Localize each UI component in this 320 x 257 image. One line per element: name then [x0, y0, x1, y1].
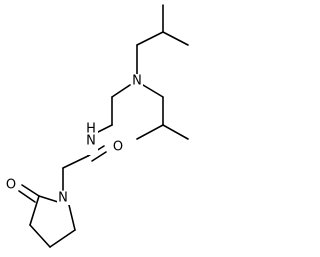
bond-ib2-me-a — [136, 124, 164, 140]
atom-label-n-amine: N — [132, 74, 142, 89]
structure-diagram: N H N O N O — [5, 4, 189, 248]
bond-ib2-me-b — [162, 124, 189, 140]
bond-co-o-2 — [91, 151, 107, 162]
o-amide-bg — [112, 140, 125, 154]
bond-ib1-ch-ch2 — [136, 31, 164, 46]
o-ring-bg — [5, 178, 18, 192]
atom-label-o-ring: O — [6, 178, 16, 193]
bond-c2-oring-2 — [18, 190, 36, 203]
n-amine-bg — [131, 74, 143, 88]
bond-n-ch2a — [111, 84, 131, 98]
atom-label-n-ring: N — [58, 191, 68, 206]
bond-n-ib2-ch2 — [142, 84, 164, 98]
bond-c4-c5 — [49, 229, 76, 248]
bond-c3-c4 — [29, 224, 51, 248]
nh-amide-bg — [86, 129, 98, 155]
bond-c2-oring-1 — [21, 184, 40, 197]
bond-co-ch2 — [62, 155, 89, 169]
n-ring-bg — [57, 191, 70, 205]
bond-c2-c3 — [29, 195, 40, 226]
molecule-svg: N H N O N O — [5, 4, 189, 248]
bond-ch2b-nh — [95, 124, 113, 134]
atom-label-o-amide: O — [113, 140, 123, 155]
bond-c5-nring — [68, 204, 76, 231]
bond-nring-c2 — [38, 195, 59, 203]
atom-label-n-amide: N — [86, 134, 96, 149]
bond-ib1-me-b — [162, 31, 189, 46]
atom-label-h-amide: H — [86, 122, 96, 137]
